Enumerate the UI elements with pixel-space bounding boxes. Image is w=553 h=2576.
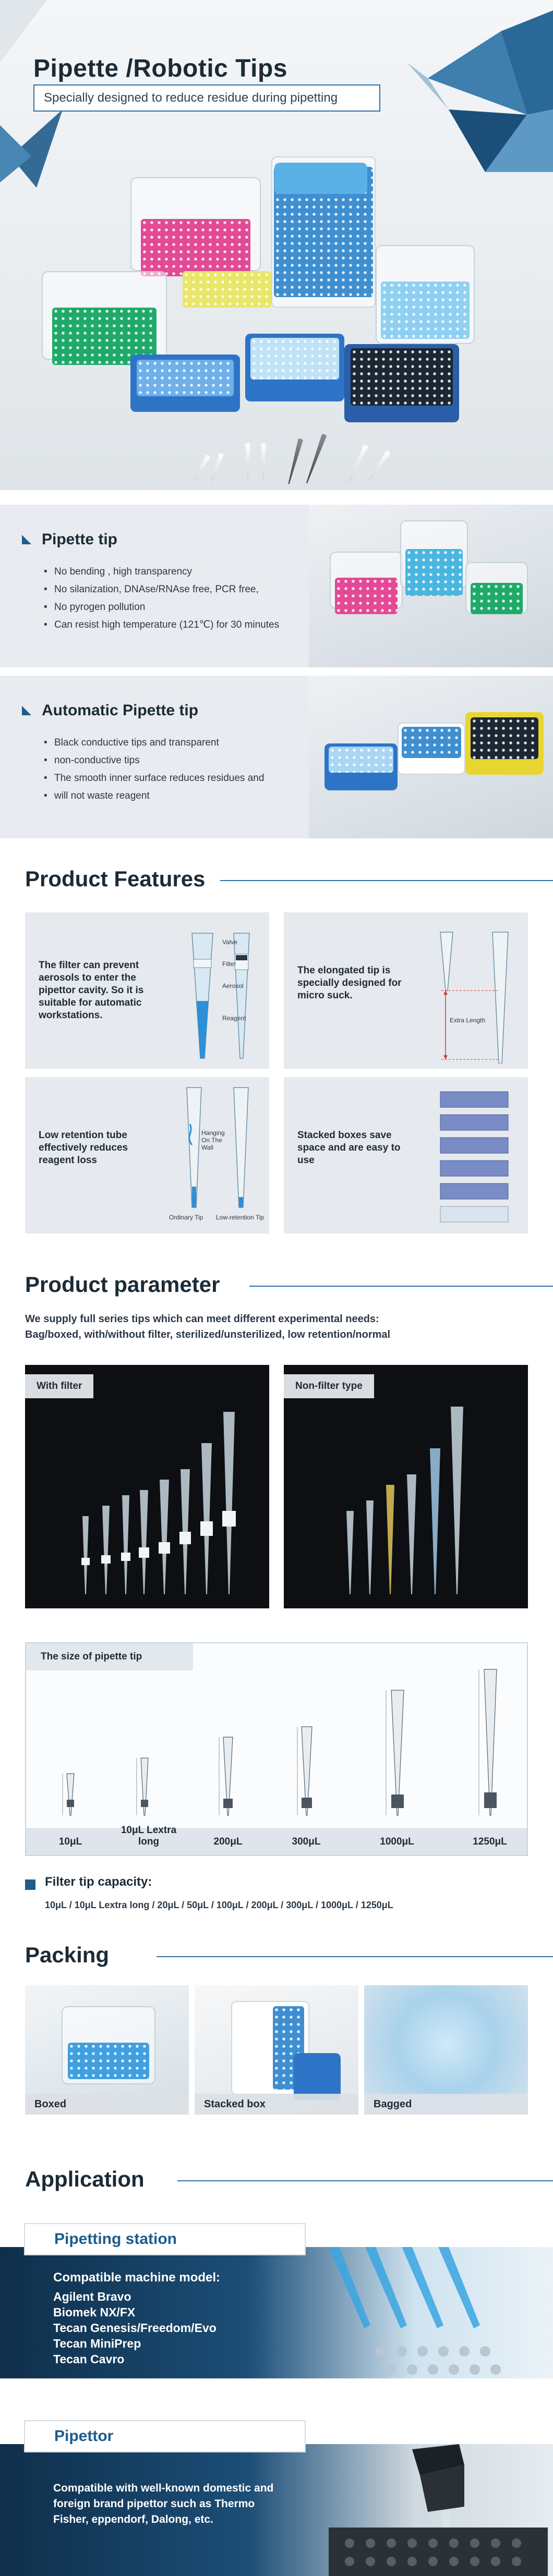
card-bullet-list: Black conductive tips and transparent no… <box>44 734 264 805</box>
diagram-label: Filter <box>222 960 236 968</box>
feature-text: Low retention tube effectively reduces r… <box>39 1130 128 1166</box>
diagram-label: Reagent <box>222 1015 246 1022</box>
feature-text: The elongated tip is specially designed … <box>297 965 402 1001</box>
pipettor-band: Compatible with well-known domestic and … <box>0 2444 553 2576</box>
parameter-heading: Product parameter <box>25 1272 220 1297</box>
machine-model: Tecan MiniPrep <box>53 2337 141 2350</box>
pipette-tip-card: Pipette tip No bending , high transparen… <box>0 505 553 667</box>
diagram-label: Low-retention Tip <box>216 1214 265 1221</box>
size-label: 10μL Lextra long <box>121 1825 177 1847</box>
card-title: Automatic Pipette tip <box>42 702 199 719</box>
machine-model: Tecan Cavro <box>53 2352 125 2366</box>
panel-label: With filter <box>25 1374 94 1398</box>
size-label: 200μL <box>213 1836 243 1847</box>
machine-model: Biomek NX/FX <box>53 2305 136 2319</box>
features-heading: Product Features <box>25 866 206 891</box>
features-heading-line <box>220 880 553 881</box>
diagram-label: Ordinary Tip <box>169 1214 203 1221</box>
packing-label: Boxed <box>25 2094 189 2115</box>
feature-text: Stacked boxes save space and are easy to… <box>297 1130 401 1166</box>
feature-elongated: The elongated tip is specially designed … <box>284 912 528 1069</box>
packing-stacked-box: Stacked box <box>195 1985 358 2115</box>
diagram-label: Aerosol <box>222 982 244 990</box>
pipette-tip-photo <box>309 505 553 667</box>
parameter-intro-line-2: Bag/boxed, with/without filter, steriliz… <box>25 1329 391 1340</box>
feature-stacked: Stacked boxes save space and are easy to… <box>284 1077 528 1234</box>
filter-tip-diagram <box>191 933 250 1059</box>
capacity-title: Filter tip capacity: <box>45 1875 152 1889</box>
card-title: Pipette tip <box>42 531 118 548</box>
pipettor-text-line: Fisher, eppendorf, Dalong, etc. <box>53 2513 213 2525</box>
non-filter-tips-photo <box>346 1407 463 1594</box>
station-heading: Compatible machine model: <box>53 2270 221 2285</box>
capacity-list: 10μL / 10μL Lextra long / 20μL / 50μL / … <box>45 1900 393 1910</box>
diagram-label: Valve <box>222 938 238 946</box>
feature-text: The filter can prevent aerosols to enter… <box>39 960 144 1021</box>
application-heading: Application <box>25 2167 145 2191</box>
hero-decor-shapes <box>0 0 553 188</box>
size-label: 300μL <box>292 1836 321 1847</box>
list-item: No silanization, DNAse/RNAse free, PCR f… <box>44 581 279 599</box>
page-title: Pipette /Robotic Tips <box>33 55 287 82</box>
tab-pipetting-station: Pipetting station <box>24 2223 306 2255</box>
application-heading-line <box>177 2180 553 2181</box>
card-marker-icon <box>22 706 31 715</box>
pipettor-text-line: Compatible with well-known domestic and <box>53 2482 274 2494</box>
size-label: 10μL <box>58 1836 82 1847</box>
size-chart-title: The size of pipette tip <box>26 1643 193 1670</box>
list-item: Black conductive tips and transparent <box>44 734 264 752</box>
pipettor-text-line: foreign brand pipettor such as Thermo <box>53 2498 255 2510</box>
packing-label: Bagged <box>364 2094 528 2115</box>
with-filter-panel: With filter <box>25 1365 269 1608</box>
low-retention-diagram <box>186 1087 249 1208</box>
packing-label: Stacked box <box>195 2094 358 2115</box>
elongated-tip-diagram <box>440 932 509 1064</box>
with-filter-tips-photo <box>81 1412 236 1594</box>
parameter-intro-line-1: We supply full series tips which can mee… <box>25 1313 379 1325</box>
parameter-heading-line <box>249 1286 553 1287</box>
automatic-tip-card: Automatic Pipette tip Black conductive t… <box>0 676 553 838</box>
list-item: The smooth inner surface reduces residue… <box>44 770 264 787</box>
tip-size-drawings <box>62 1669 497 1816</box>
packing-boxed: Boxed <box>25 1985 189 2115</box>
page-subtitle: Specially designed to reduce residue dur… <box>33 84 380 112</box>
pipettor-photo <box>329 2444 548 2576</box>
packing-bagged: Bagged <box>364 1985 528 2115</box>
list-item: Can resist high temperature (121℃) for 3… <box>44 616 279 634</box>
panel-label: Non-filter type <box>284 1374 374 1398</box>
tip-size-chart: The size of pipette tip 10μL 10 <box>25 1642 528 1856</box>
tab-pipettor: Pipettor <box>24 2420 306 2452</box>
card-marker-icon <box>22 535 31 544</box>
feature-low-retention: Low retention tube effectively reduces r… <box>25 1077 269 1234</box>
list-item: No bending , high transparency <box>44 563 279 581</box>
stacked-boxes-diagram <box>440 1091 509 1223</box>
diagram-label: Extra Length <box>450 1017 486 1024</box>
pipetting-station-photo <box>329 2247 501 2375</box>
capacity-marker-icon <box>25 1879 35 1890</box>
size-label: 1000μL <box>380 1836 414 1847</box>
list-item: will not waste reagent <box>44 787 264 805</box>
non-filter-panel: Non-filter type <box>284 1365 528 1608</box>
size-label: 1250μL <box>473 1836 507 1847</box>
diagram-label: Hanging On The Wall <box>201 1129 225 1151</box>
card-bullet-list: No bending , high transparency No silani… <box>44 563 279 634</box>
list-item: No pyrogen pollution <box>44 599 279 616</box>
list-item: non-conductive tips <box>44 752 264 770</box>
machine-model: Agilent Bravo <box>53 2290 131 2303</box>
pipetting-station-band: Compatible machine model: Agilent Bravo … <box>0 2247 553 2378</box>
hero-banner: Pipette /Robotic Tips Specially designed… <box>0 0 553 490</box>
size-label-bar <box>26 1828 527 1855</box>
feature-filter: The filter can prevent aerosols to enter… <box>25 912 269 1069</box>
automatic-tip-photo <box>309 676 553 838</box>
machine-model: Tecan Genesis/Freedom/Evo <box>53 2321 217 2335</box>
packing-heading: Packing <box>25 1943 110 1967</box>
packing-heading-line <box>157 1956 553 1957</box>
